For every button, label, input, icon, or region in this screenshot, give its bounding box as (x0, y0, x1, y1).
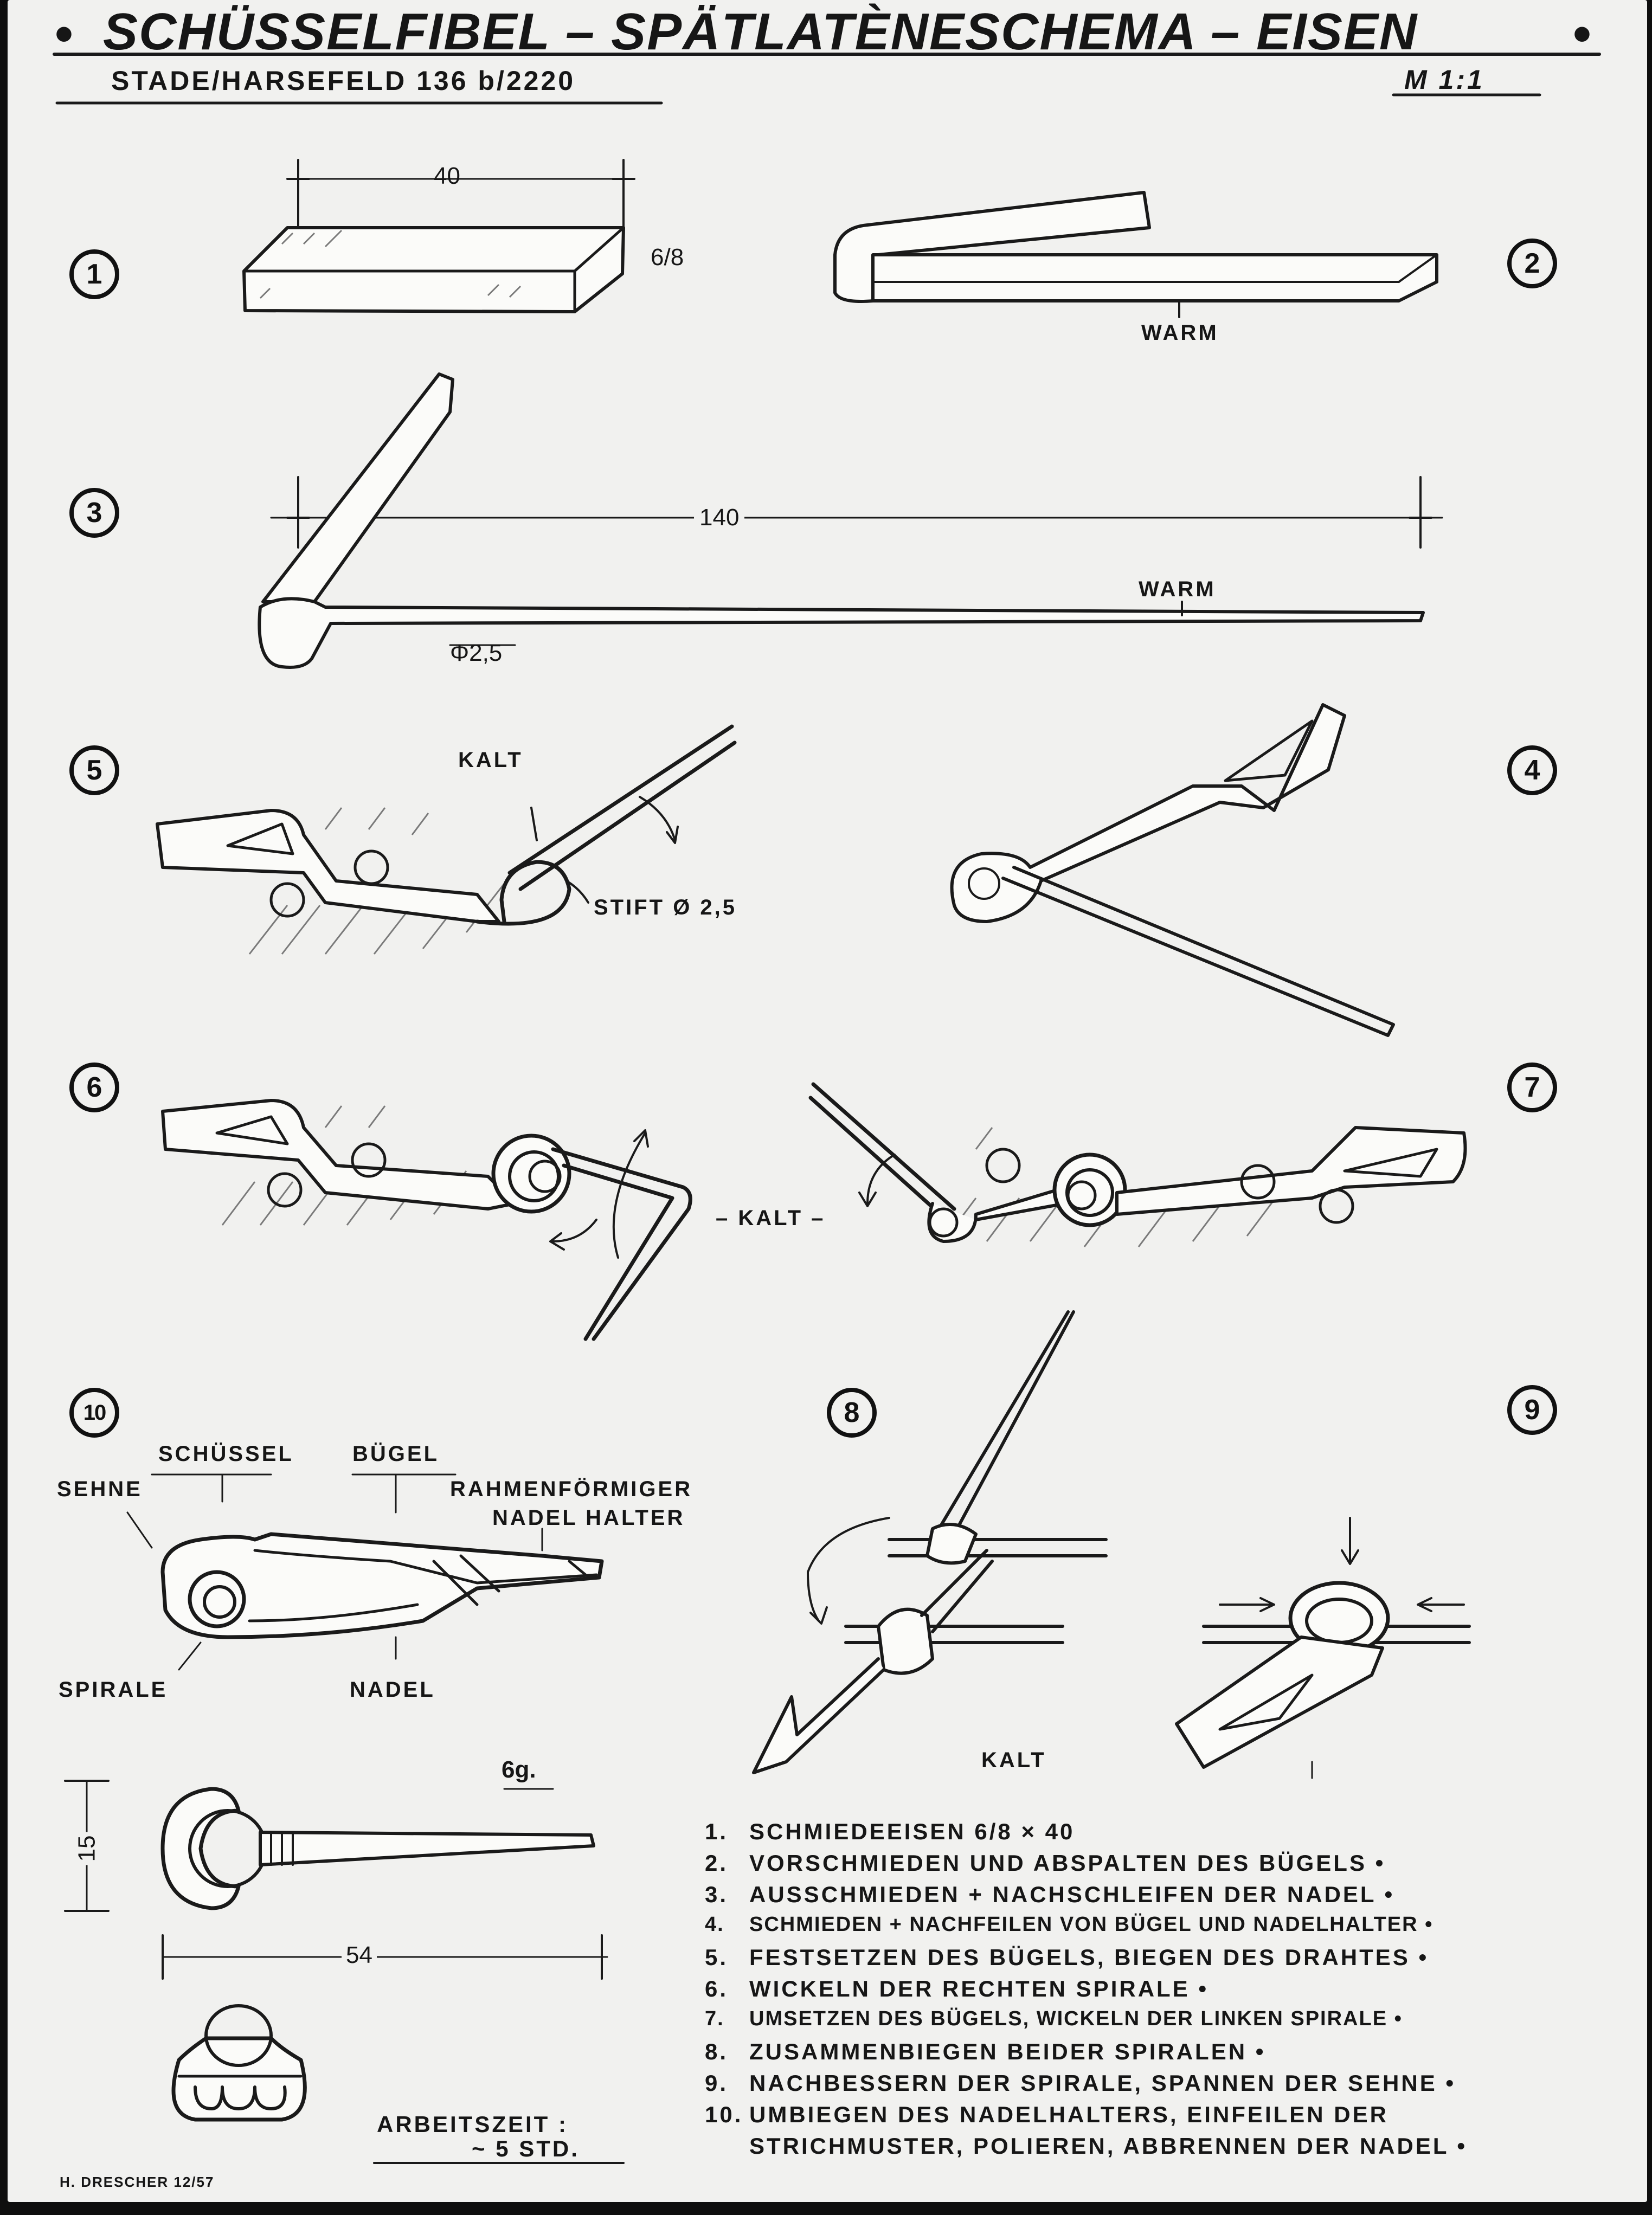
fig6-right-spiral (161, 1099, 692, 1341)
figure-number-3: 3 (69, 488, 119, 538)
figure-number-5: 5 (69, 745, 119, 795)
label-kalt-fig5: KALT (458, 748, 523, 772)
label-kalt-fig8: KALT (981, 1748, 1046, 1772)
part-label-rahmen-1: RAHMENFÖRMIGER (450, 1477, 693, 1501)
figure-number-4: 4 (1507, 745, 1557, 795)
part-label-rahmen-2: NADEL HALTER (492, 1506, 685, 1530)
fig7-left-spiral (808, 1082, 1467, 1247)
part-label-schuessel: SCHÜSSEL (158, 1442, 294, 1466)
site-reference: STADE/HARSEFELD 136 b/2220 (111, 66, 576, 96)
fig1-iron-bar (242, 159, 635, 313)
step-10: 10.UMBIEGEN DES NADELHALTERS, EINFEILEN … (705, 2102, 1389, 2127)
label-warm-fig2: WARM (1141, 321, 1219, 345)
dimension-40: 40 (434, 163, 460, 189)
section-6-8: 6/8 (651, 244, 684, 271)
part-label-buegel: BÜGEL (352, 1442, 439, 1466)
arbeitszeit-label: ARBEITSZEIT : (377, 2111, 568, 2137)
part-label-sehne: SEHNE (57, 1477, 143, 1501)
fig4-bow-and-needle (950, 703, 1395, 1037)
part-label-nadel: NADEL (350, 1678, 435, 1702)
figure-number-7: 7 (1507, 1063, 1557, 1112)
fig3-forged-needle (258, 372, 1443, 669)
dimension-140: 140 (694, 504, 745, 531)
step-3: 3.AUSSCHMIEDEN + NACHSCHLEIFEN DER NADEL… (705, 1882, 1395, 1907)
page-title: SCHÜSSELFIBEL – SPÄTLATÈNESCHEMA – EISEN (103, 3, 1418, 61)
fig2-split-bar (833, 191, 1438, 318)
title-underline (53, 53, 1601, 105)
fig10-front-view (171, 2004, 307, 2122)
fig10-finished-fibula (126, 1473, 604, 1671)
figure-number-9: 9 (1507, 1385, 1557, 1435)
figure-number-1: 1 (69, 249, 119, 299)
step-9: 9.NACHBESSERN DER SPIRALE, SPANNEN DER S… (705, 2070, 1456, 2096)
step-10-continued: STRICHMUSTER, POLIEREN, ABBRENNEN DER NA… (749, 2133, 1468, 2159)
weight-label: 6g. (502, 1756, 536, 1783)
fig10-side-view (64, 1780, 608, 1980)
working-time: ~ 5 STD. (472, 2136, 580, 2161)
figure-number-2: 2 (1507, 239, 1557, 288)
figure-number-10: 10 (69, 1388, 119, 1438)
step-1: 1.SCHMIEDEEISEN 6/8 × 40 (705, 1819, 1075, 1844)
dimension-15: 15 (73, 1832, 101, 1865)
step-5: 5.FESTSETZEN DES BÜGELS, BIEGEN DES DRAH… (705, 1944, 1429, 1970)
needle-diameter: Φ2,5 (450, 640, 503, 666)
dimension-54: 54 (342, 1942, 377, 1969)
figure-number-8: 8 (827, 1388, 877, 1438)
label-warm-fig3: WARM (1139, 577, 1216, 601)
fig5-bending-wire (156, 724, 737, 955)
signature: H. DRESCHER 12/57 (60, 2174, 215, 2190)
step-8: 8.ZUSAMMENBIEGEN BEIDER SPIRALEN • (705, 2039, 1266, 2064)
step-7: 7.UMSETZEN DES BÜGELS, WICKELN DER LINKE… (705, 2007, 1403, 2030)
figure-number-6: 6 (69, 1063, 119, 1112)
fig8-bending-spirals (752, 1310, 1108, 1774)
fig9-tightening-chord (1175, 1517, 1471, 1779)
step-2: 2.VORSCHMIEDEN UND ABSPALTEN DES BÜGELS … (705, 1850, 1386, 1876)
title-bullet-left: • (54, 5, 74, 63)
step-6: 6.WICKELN DER RECHTEN SPIRALE • (705, 1976, 1209, 2001)
label-kalt-fig6-7: – KALT – (716, 1206, 826, 1230)
scale-label: M 1:1 (1404, 65, 1484, 95)
title-bullet-right: • (1572, 5, 1592, 63)
step-4: 4.SCHMIEDEN + NACHFEILEN VON BÜGEL UND N… (705, 1913, 1434, 1936)
label-stift: STIFT Ø 2,5 (594, 896, 737, 919)
part-label-spirale: SPIRALE (59, 1678, 168, 1702)
